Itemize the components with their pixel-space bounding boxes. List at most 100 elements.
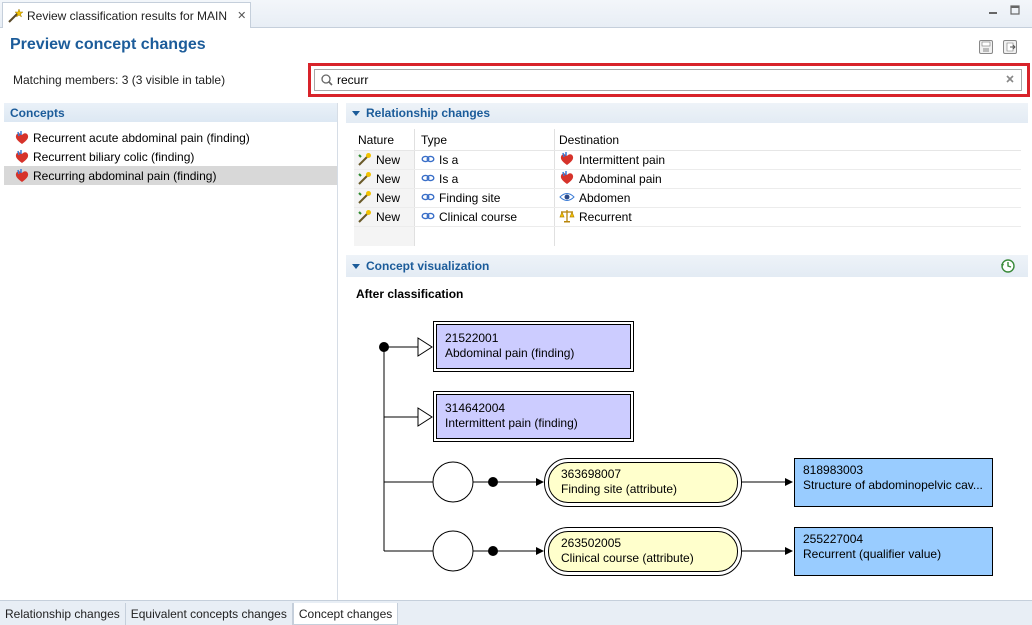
heart-icon — [559, 170, 575, 189]
maximize-icon[interactable] — [1010, 4, 1020, 18]
details-pane: Relationship changes Nature Type Destina… — [346, 103, 1028, 600]
concept-item-label: Recurrent biliary colic (finding) — [33, 149, 195, 164]
new-wand-icon — [358, 152, 372, 169]
concept-item-label: Recurrent acute abdominal pain (finding) — [33, 130, 250, 145]
destination-cell: Abdomen — [579, 191, 631, 205]
destination-cell: Intermittent pain — [579, 153, 666, 167]
close-icon[interactable]: ✕ — [237, 10, 247, 22]
isa-arrowhead — [417, 407, 433, 427]
value-id: 818983003 — [803, 463, 864, 477]
visualization-subtitle: After classification — [356, 287, 464, 301]
minimize-icon[interactable] — [988, 4, 998, 18]
scales-icon — [559, 209, 575, 226]
link-icon — [421, 191, 435, 205]
concept-visualization-header[interactable]: Concept visualization — [346, 255, 1028, 277]
parent-concept-box[interactable]: 314642004 Intermittent pain (finding) — [433, 391, 634, 442]
concept-item[interactable]: Recurrent biliary colic (finding) — [4, 147, 337, 166]
type-cell: Is a — [439, 172, 459, 186]
concept-label: Intermittent pain (finding) — [445, 416, 578, 430]
type-cell: Finding site — [439, 191, 501, 205]
heart-icon — [14, 149, 30, 165]
link-icon — [421, 153, 435, 167]
attribute-id: 263502005 — [561, 536, 622, 550]
new-wand-icon — [358, 209, 372, 226]
search-icon — [319, 72, 335, 88]
column-label: Nature — [358, 132, 395, 147]
value-label: Recurrent (qualifier value) — [803, 547, 942, 561]
column-header-type[interactable]: Type — [415, 129, 555, 150]
concepts-pane: Concepts Recurrent acute abdominal pain … — [4, 103, 338, 600]
column-label: Destination — [559, 132, 620, 147]
value-concept-box[interactable]: 255227004 Recurrent (qualifier value) — [794, 527, 993, 576]
table-row[interactable]: New Is a Intermittent pain — [354, 151, 1021, 170]
heart-icon — [559, 151, 575, 170]
concept-item[interactable]: Recurrent acute abdominal pain (finding) — [4, 128, 337, 147]
nature-cell: New — [376, 172, 401, 186]
root-node-dot — [379, 342, 389, 352]
column-header-nature[interactable]: Nature — [354, 129, 415, 150]
destination-cell: Abdominal pain — [579, 172, 662, 186]
column-label: Type — [421, 132, 448, 147]
role-group-circle — [432, 530, 474, 572]
relationship-changes-header[interactable]: Relationship changes — [346, 103, 1028, 123]
attribute-id: 363698007 — [561, 467, 622, 481]
table-row[interactable]: New Finding site Abdomen — [354, 189, 1021, 208]
column-header-destination[interactable]: Destination — [555, 129, 1021, 150]
history-icon[interactable] — [1000, 258, 1016, 277]
table-row[interactable]: New Is a Abdominal pain — [354, 170, 1021, 189]
tab-equivalent-concepts-changes[interactable]: Equivalent concepts changes — [126, 603, 293, 625]
matching-members-label: Matching members: 3 (3 visible in table) — [13, 73, 226, 87]
attribute-box[interactable]: 263502005 Clinical course (attribute) — [544, 527, 742, 576]
concept-item-selected[interactable]: Recurring abdominal pain (finding) — [4, 166, 337, 185]
magic-wand-icon — [7, 7, 24, 24]
value-id: 255227004 — [803, 532, 864, 546]
tab-relationship-changes[interactable]: Relationship changes — [0, 603, 126, 625]
collapse-triangle-icon[interactable] — [352, 263, 360, 269]
search-highlight-frame — [308, 63, 1030, 97]
type-cell: Clinical course — [439, 210, 518, 224]
collapse-triangle-icon[interactable] — [352, 110, 360, 116]
clear-search-icon[interactable] — [1003, 74, 1017, 87]
nature-cell: New — [376, 210, 401, 224]
value-concept-box[interactable]: 818983003 Structure of abdominopelvic ca… — [794, 458, 993, 507]
link-icon — [421, 210, 435, 224]
attribute-dot — [488, 546, 498, 556]
attribute-box[interactable]: 363698007 Finding site (attribute) — [544, 458, 742, 507]
heart-icon — [14, 130, 30, 146]
new-wand-icon — [358, 190, 372, 207]
link-icon — [421, 172, 435, 186]
save-icon[interactable] — [979, 40, 993, 54]
destination-cell: Recurrent — [579, 210, 632, 224]
editor-tab[interactable]: Review classification results for MAIN ✕ — [2, 2, 251, 28]
bottom-tab-bar: Relationship changes Equivalent concepts… — [0, 600, 1032, 625]
relationship-changes-title: Relationship changes — [366, 106, 491, 120]
eye-icon — [559, 191, 575, 206]
type-cell: Is a — [439, 153, 459, 167]
table-header: Nature Type Destination — [354, 129, 1021, 151]
search-field[interactable] — [314, 69, 1022, 91]
concept-label: Abdominal pain (finding) — [445, 346, 575, 360]
table-row[interactable]: New Clinical course Recurrent — [354, 208, 1021, 227]
isa-arrowhead — [417, 337, 433, 357]
nature-cell: New — [376, 191, 401, 205]
editor-tab-strip: Review classification results for MAIN ✕ — [0, 0, 1032, 28]
relationship-table: Nature Type Destination New Is a Intermi… — [354, 129, 1021, 246]
new-wand-icon — [358, 171, 372, 188]
arrowhead — [785, 478, 793, 486]
parent-concept-box[interactable]: 21522001 Abdominal pain (finding) — [433, 321, 634, 372]
page-title: Preview concept changes — [10, 36, 206, 53]
export-icon[interactable] — [1003, 40, 1017, 54]
tab-concept-changes[interactable]: Concept changes — [292, 603, 399, 625]
attribute-label: Finding site (attribute) — [561, 482, 678, 496]
arrowhead — [536, 547, 544, 555]
value-label: Structure of abdominopelvic cav... — [803, 478, 983, 492]
role-group-circle — [432, 461, 474, 503]
editor-tab-title: Review classification results for MAIN — [27, 8, 228, 23]
nature-cell: New — [376, 153, 401, 167]
concepts-header: Concepts — [4, 103, 337, 122]
concept-item-label: Recurring abdominal pain (finding) — [33, 168, 217, 183]
attribute-dot — [488, 477, 498, 487]
concept-visualization-title: Concept visualization — [366, 259, 490, 273]
search-input[interactable] — [337, 73, 1003, 87]
attribute-label: Clinical course (attribute) — [561, 551, 694, 565]
